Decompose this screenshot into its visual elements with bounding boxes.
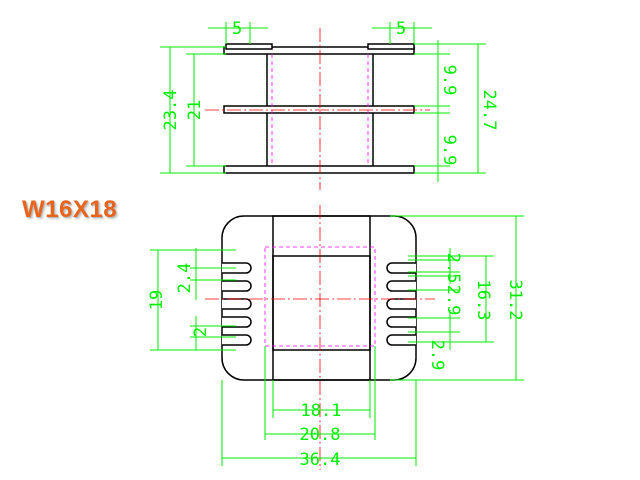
- dim-36-4: 36.4: [300, 450, 341, 470]
- dim-9-9-upper: 9.9: [439, 65, 459, 96]
- pin-slot-left: [222, 262, 252, 274]
- bottom-view-dimensions: 19 2.4 2 2.5 2.9 2.9 16.3 31.2: [147, 215, 525, 470]
- top-view: [205, 28, 430, 190]
- pin-stub-tl: [225, 43, 273, 50]
- dim-9-9-lower: 9.9: [439, 135, 459, 166]
- bottom-flange: [223, 165, 415, 174]
- dim-2-9-lower: 2.9: [427, 340, 447, 371]
- dim-top-right-5: 5: [396, 19, 406, 39]
- left-pin-slots: [222, 262, 252, 346]
- dim-2-5: 2.5: [443, 253, 463, 284]
- core-window: [272, 255, 371, 351]
- bottom-view: [205, 205, 435, 470]
- pin-slot-left: [222, 316, 252, 328]
- dim-31-2: 31.2: [505, 280, 525, 321]
- pin-slot-right: [386, 334, 416, 346]
- pin-slot-right: [386, 316, 416, 328]
- top-flange: [223, 46, 415, 55]
- page-title: W16X18: [22, 196, 118, 223]
- dim-21: 21: [185, 100, 205, 120]
- dim-23-4: 23.4: [161, 90, 181, 131]
- bobbin-body: [221, 215, 417, 381]
- dim-18-1: 18.1: [301, 401, 342, 421]
- pin-slot-right: [386, 280, 416, 292]
- dim-top-left-5: 5: [232, 19, 242, 39]
- dim-2-9-upper: 2.9: [443, 285, 463, 316]
- pin-slot-right: [386, 262, 416, 274]
- dim-2-4: 2.4: [175, 263, 195, 294]
- dim-2: 2: [191, 327, 211, 337]
- dim-24-7: 24.7: [479, 90, 499, 131]
- middle-flange: [223, 105, 415, 114]
- pin-slot-left: [222, 280, 252, 292]
- pin-slot-right: [386, 298, 416, 310]
- pin-slot-left: [222, 298, 252, 310]
- right-pin-slots: [386, 262, 416, 346]
- dim-19: 19: [147, 290, 167, 310]
- top-view-dimensions: 5 5 23.4 21 9.9 9.9 24.7: [160, 19, 499, 182]
- dim-20-8: 20.8: [300, 425, 341, 445]
- pin-stub-tr: [367, 43, 415, 50]
- dim-16-3: 16.3: [473, 280, 493, 321]
